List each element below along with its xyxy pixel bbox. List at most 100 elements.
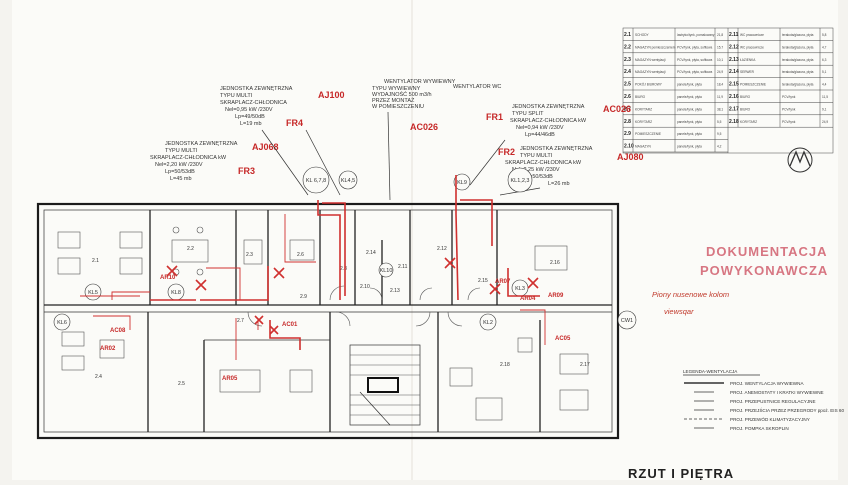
- unit4-fr: FR4: [286, 118, 303, 128]
- room-table-cell: MAGAZYN wentylacji: [635, 70, 666, 74]
- circle-tag-label: KL2: [483, 320, 493, 326]
- unit3-line6: L=45 mb: [170, 176, 192, 182]
- unit1-code: AC026: [603, 104, 631, 114]
- unit2-type: TYPU MULTI: [520, 153, 553, 159]
- red-code: AC01: [282, 322, 298, 328]
- room-table-cell: 5,8: [822, 33, 827, 37]
- paper-sheet: [12, 0, 838, 480]
- room-number: 2.4: [95, 374, 102, 380]
- room-number: 2.13: [390, 288, 400, 294]
- handnote-line1: Piony nusenowe kolom: [652, 290, 729, 299]
- room-table-cell: 24,9: [822, 120, 828, 124]
- room-table-cell: 10,1: [717, 58, 723, 62]
- room-table-cell: 4,2: [717, 145, 722, 149]
- room-table-cell: panele/tynk, płyta: [677, 132, 702, 136]
- legend-item-label: PROJ. POMPKA SKROPLIN: [730, 426, 789, 431]
- room-table-cell: PCV/tynk, płyta, sufitowa: [677, 70, 712, 74]
- outdoor-unit-2: JEDNOSTKA ZEWNĘTRZNA TYPU MULTI SKRAPLAC…: [498, 146, 644, 187]
- circle-tag-label: KL8: [171, 290, 181, 296]
- room-table-cell: 4,4: [822, 83, 827, 87]
- room-number: 2.18: [500, 362, 510, 368]
- red-code: AC05: [555, 336, 571, 342]
- room-table-cell: 2.4: [624, 69, 631, 75]
- unit3-code: AJ068: [252, 142, 279, 152]
- circle-tag-label: KL6: [57, 320, 67, 326]
- circle-tag-label: KL3: [515, 286, 525, 292]
- unit2-code: AJ080: [617, 152, 644, 162]
- room-table-cell: PCV/tynk: [782, 120, 796, 124]
- room-table-cell: KORYTARZ: [635, 107, 652, 111]
- room-table-cell: 2.3: [624, 57, 631, 63]
- room-table-cell: panele/tynk, płyta: [677, 120, 702, 124]
- circle-tag: CW1: [617, 310, 637, 330]
- room-table-cell: terakota/glazura, płyta: [782, 58, 814, 62]
- room-number: 2.1: [92, 258, 99, 264]
- room-number: 2.7: [237, 318, 244, 324]
- unit1-title: JEDNOSTKA ZEWNĘTRZNA: [512, 104, 585, 110]
- red-code: AR05: [222, 376, 238, 382]
- stamp-line2: POWYKONAWCZA: [700, 263, 828, 278]
- circle-tag: KL 6,7,8: [302, 166, 330, 194]
- room-table-cell: 11,9: [717, 95, 723, 99]
- room-table-cell: panele/tynk, płyta: [677, 95, 702, 99]
- room-table-cell: 5,5: [717, 120, 722, 124]
- room-number: 2.3: [246, 252, 253, 258]
- room-table-cell: 2.2: [624, 44, 631, 50]
- red-routing: [80, 175, 546, 360]
- room-table-cell: panele/tynk, płyta: [677, 83, 702, 87]
- vent-note-l2: WYDAJNOŚĆ 500 m3/h: [372, 90, 432, 98]
- circle-tag: KL1,2,3: [507, 167, 533, 193]
- room-number: 2.8: [340, 266, 347, 272]
- unit3-title: JEDNOSTKA ZEWNĘTRZNA: [165, 141, 238, 147]
- room-number: 2.10: [360, 284, 370, 290]
- circle-tag: KL9: [453, 173, 471, 191]
- room-table-cell: PCV/tynk, płyta, sufitowa: [677, 58, 712, 62]
- north-arrow-icon: [787, 147, 813, 173]
- unit3-type: TYPU MULTI: [165, 148, 198, 154]
- circle-tag-label: CW1: [621, 318, 633, 324]
- outdoor-unit-1: JEDNOSTKA ZEWNĘTRZNA TYPU SPLIT SKRAPLAC…: [486, 104, 631, 138]
- unit4-line3: SKRAPLACZ-CHŁODNICA: [220, 100, 287, 106]
- room-table-cell: 2.9: [624, 131, 631, 137]
- vent-note-l1: TYPU WYWIEWNY: [372, 86, 421, 92]
- room-labels: 2.12.22.32.42.52.62.72.82.92.102.112.122…: [92, 246, 590, 387]
- circle-tag: KL3: [511, 279, 529, 297]
- red-code: AR07: [495, 279, 511, 285]
- room-table-cell: 2.14: [729, 69, 739, 75]
- room-table-cell: PCV/tynk, płyta, sufitowa: [677, 45, 712, 49]
- room-number: 2.5: [178, 381, 185, 387]
- room-number: 2.12: [437, 246, 447, 252]
- circle-tag-label: KL10: [380, 268, 393, 274]
- room-table-cell: terakota/glazura, płyta: [782, 33, 814, 37]
- circle-tag-label: KL4,5: [341, 178, 355, 184]
- room-table-cell: MAGAZYN wentylacji: [635, 58, 666, 62]
- unit3-fr: FR3: [238, 166, 255, 176]
- room-table-cell: 24,9: [717, 70, 723, 74]
- outdoor-unit-3: JEDNOSTKA ZEWNĘTRZNA TYPU MULTI SKRAPLAC…: [150, 141, 279, 182]
- room-table-cell: 15,7: [717, 45, 723, 49]
- room-table-cell: 9,5: [717, 132, 722, 136]
- room-table-cell: panele/tynk, płyta: [677, 145, 702, 149]
- legend: LEGENDA-WENTYLACJA PROJ. WENTYLACJA WYWI…: [683, 369, 844, 431]
- unit2-line4: Nel=2,25 kW /230V: [512, 167, 560, 173]
- room-table-cell: 21,8: [717, 33, 723, 37]
- legend-item: PROJ. PRZEWÓD KLIMATYZACYJNY: [684, 416, 810, 422]
- legend-item: PROJ. PRZEJŚCIA PRZEZ PRZEGRODY ppoż. EI…: [694, 406, 844, 413]
- unit1-line4: Nel=0,94 kW /230V: [516, 125, 564, 131]
- room-table-cell: 2.6: [624, 94, 631, 100]
- vent-note-l4: W POMIESZCZENIU: [372, 104, 424, 110]
- red-code: AC08: [110, 328, 126, 334]
- red-code: AR02: [100, 346, 116, 352]
- room-table-cell: 2.1: [624, 32, 631, 38]
- room-table-cell: 18,4: [717, 83, 723, 87]
- room-table-cell: WC pracownicze: [740, 33, 764, 37]
